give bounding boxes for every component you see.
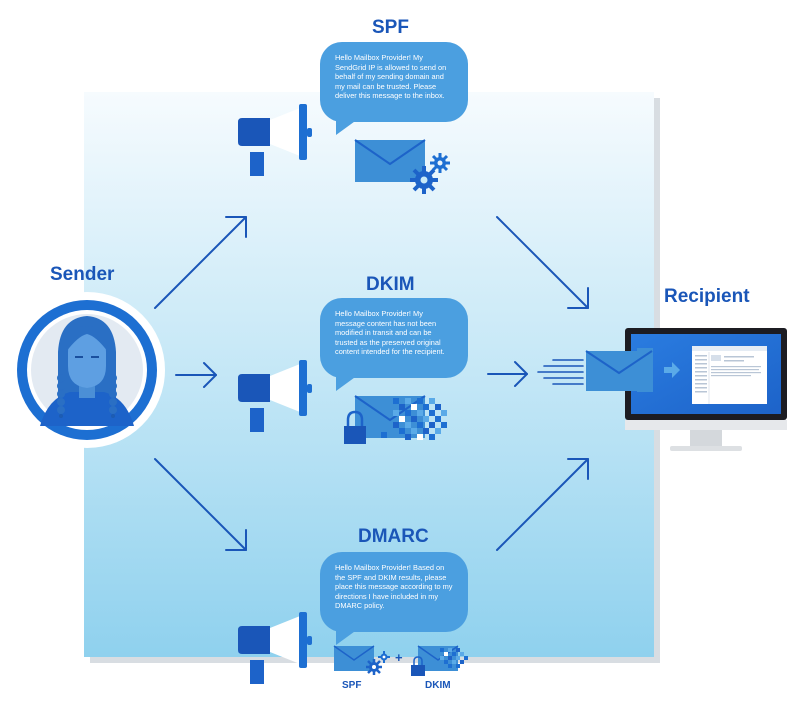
desktop-monitor-icon xyxy=(625,328,787,451)
dmarc-message-text: Hello Mailbox Provider! Based on the SPF… xyxy=(335,563,453,611)
envelope-icon xyxy=(585,350,653,391)
bubble-tail xyxy=(336,629,358,645)
bubble-tail xyxy=(336,375,358,391)
arrow-icon xyxy=(154,216,247,309)
gear-icon xyxy=(366,651,390,675)
dkim-message-bubble: Hello Mailbox Provider! My message conte… xyxy=(320,298,468,391)
megaphone-icon xyxy=(238,360,312,432)
recipient-arrows xyxy=(487,216,589,551)
dmarc-dkim-label: DKIM xyxy=(425,680,451,691)
arrow-icon xyxy=(664,362,680,378)
arrow-icon xyxy=(496,458,589,551)
sender-label: Sender xyxy=(50,264,115,285)
megaphone-icon xyxy=(238,104,312,176)
envelope-icon xyxy=(354,139,426,182)
dmarc-title: DMARC xyxy=(358,526,429,547)
dmarc-message-bubble: Hello Mailbox Provider! Based on the SPF… xyxy=(320,552,468,645)
gear-icon xyxy=(430,153,450,173)
padlock-icon xyxy=(411,656,425,676)
spf-message-text: Hello Mailbox Provider! My SendGrid IP i… xyxy=(335,53,447,101)
megaphone-icon xyxy=(238,612,312,684)
plus-sign: + xyxy=(395,650,403,665)
recipient-label: Recipient xyxy=(664,286,750,307)
arrow-icon xyxy=(496,216,589,309)
sender-arrows xyxy=(154,216,247,551)
pixel-blocks xyxy=(440,648,468,668)
arrow-icon xyxy=(487,361,528,387)
padlock-icon xyxy=(344,410,366,444)
dkim-message-text: Hello Mailbox Provider! My message conte… xyxy=(335,309,445,357)
bubble-tail xyxy=(336,119,358,135)
gear-icon xyxy=(410,166,438,194)
dmarc-spf-label: SPF xyxy=(342,680,362,691)
spf-title: SPF xyxy=(372,17,409,38)
sender-avatar xyxy=(9,292,165,448)
person-avatar-icon xyxy=(40,316,134,426)
motion-lines xyxy=(537,359,584,385)
arrow-icon xyxy=(154,458,247,551)
pixel-blocks xyxy=(381,398,447,440)
dkim-title: DKIM xyxy=(366,274,415,295)
spf-message-bubble: Hello Mailbox Provider! My SendGrid IP i… xyxy=(320,42,468,135)
arrow-icon xyxy=(175,362,217,388)
